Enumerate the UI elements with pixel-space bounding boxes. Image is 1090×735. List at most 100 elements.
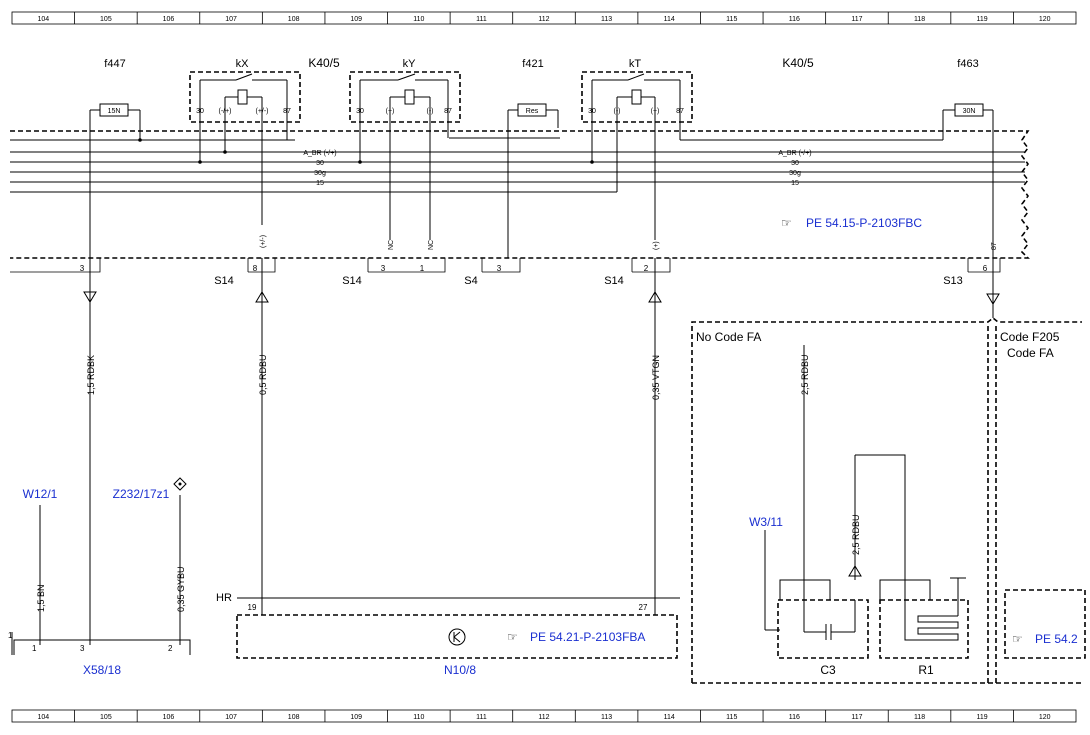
connector-x58-18 — [11, 632, 191, 655]
ruler-column-110: 110 — [413, 714, 424, 721]
reference-link-right[interactable]: PE 54.2 — [1035, 632, 1078, 646]
kt-pin-minus: (-) — [614, 108, 621, 115]
connector-label-s13: S13 — [943, 275, 963, 287]
relay-ky — [349, 71, 461, 240]
ruler-column-104: 104 — [37, 714, 49, 721]
x58-pin-3: 3 — [80, 644, 85, 653]
wire-label-rdbk: 1,5 RDBK — [86, 355, 96, 395]
relay-label-kt: kT — [629, 58, 642, 70]
ruler-column-110: 110 — [413, 16, 424, 23]
fuse-rating-15n: 15N — [108, 108, 121, 115]
ruler-column-113: 113 — [601, 714, 612, 721]
hand-pointer-icon-right: ☞ — [1012, 632, 1023, 646]
ruler-column-107: 107 — [225, 16, 237, 23]
pin-label-6: 6 — [983, 264, 988, 273]
kx-pin-87: 87 — [283, 108, 291, 115]
reference-link-top[interactable]: PE 54.15-P-2103FBC — [806, 216, 922, 230]
ky-pin-30: 30 — [356, 108, 364, 115]
ruler-column-119: 119 — [977, 16, 988, 23]
module-n10-8 — [236, 597, 680, 659]
vertical-wires — [39, 128, 1000, 645]
ruler-column-120: 120 — [1039, 16, 1051, 23]
fuse-f421 — [507, 103, 559, 258]
ruler-column-115: 115 — [726, 714, 737, 721]
ruler-column-116: 116 — [789, 714, 800, 721]
wire-label-bn: 1,5 BN — [36, 584, 46, 612]
bus-label-15-right: 15 — [791, 180, 799, 187]
fuse-label-f421: f421 — [522, 58, 543, 70]
wire-tag-nc-1: NC — [388, 240, 395, 250]
ky-pin-87: 87 — [444, 108, 452, 115]
wire-tag-87: 87 — [991, 242, 998, 250]
component-link-w3-11[interactable]: W3/11 — [749, 515, 783, 529]
fuse-label-f447: f447 — [104, 58, 125, 70]
ruler-column-108: 108 — [288, 16, 300, 23]
x58-pin-1: 1 — [32, 644, 37, 653]
ruler-column-117: 117 — [851, 714, 862, 721]
ruler-column-106: 106 — [163, 16, 175, 23]
ruler-column-113: 113 — [601, 16, 612, 23]
ruler-column-105: 105 — [100, 16, 112, 23]
wire-label-rdbu-25-b: 2,5 RDBU — [851, 514, 861, 555]
fuse-rating-res: Res — [526, 108, 539, 115]
pin-label-27: 27 — [639, 603, 648, 612]
hand-pointer-icon: ☞ — [781, 216, 792, 230]
component-link-z232-17z1[interactable]: Z232/17z1 — [113, 487, 170, 501]
component-link-x58-18[interactable]: X58/18 — [83, 663, 121, 677]
code-label-fa: Code FA — [1007, 346, 1054, 360]
relay-kx — [189, 71, 301, 225]
kt-pin-plus: (+) — [651, 108, 660, 115]
wire-label-gybu: 0,35 GYBU — [176, 566, 186, 612]
kt-pin-30: 30 — [588, 108, 596, 115]
relay-label-kx: kX — [236, 58, 250, 70]
bus-label-30g-right: 30g — [789, 170, 801, 177]
wire-tag-plus-minus: (+/-) — [260, 235, 267, 248]
pin-label-8: 8 — [253, 264, 258, 273]
relay-kt — [10, 71, 693, 240]
ruler-column-120: 120 — [1039, 714, 1051, 721]
x58-pin-2: 2 — [168, 644, 173, 653]
ky-pin-minus: (-) — [427, 108, 434, 115]
ruler-column-108: 108 — [288, 714, 300, 721]
relay-label-ky: kY — [403, 58, 417, 70]
reference-link-mid[interactable]: PE 54.21-P-2103FBA — [530, 630, 645, 644]
kx-pin-30: 30 — [196, 108, 204, 115]
ruler-column-117: 117 — [851, 16, 862, 23]
ruler-column-112: 112 — [538, 16, 549, 23]
bus-label-abr-left: A_BR (-/+) — [303, 150, 336, 157]
component-link-w12-1[interactable]: W12/1 — [23, 487, 58, 501]
code-label-f205: Code F205 — [1000, 330, 1060, 344]
ruler-column-109: 109 — [350, 714, 362, 721]
connector-label-s14-b: S14 — [342, 275, 362, 287]
module-label-k40-5-right: K40/5 — [782, 56, 814, 70]
ruler-column-106: 106 — [163, 714, 175, 721]
module-k40-5-outline — [10, 130, 1030, 259]
module-label-k40-5: K40/5 — [308, 56, 340, 70]
ruler-column-118: 118 — [914, 714, 925, 721]
wire-label-rdbu-05: 0,5 RDBU — [258, 354, 268, 395]
bus-label-abr-right: A_BR (-/+) — [778, 150, 811, 157]
ruler-column-118: 118 — [914, 16, 925, 23]
bus-label-30-left: 30 — [316, 160, 324, 167]
ruler-frame — [11, 11, 1077, 25]
component-label-c3: C3 — [820, 663, 836, 677]
ruler-column-104: 104 — [37, 16, 49, 23]
wire-tag-nc-2: NC — [428, 240, 435, 250]
c3-r1-circuit — [764, 345, 1086, 659]
pin-label-1: 1 — [420, 264, 425, 273]
pin-label-3c: 3 — [497, 264, 502, 273]
ruler-column-105: 105 — [100, 714, 112, 721]
ruler-column-119: 119 — [977, 714, 988, 721]
component-link-n10-8[interactable]: N10/8 — [444, 663, 476, 677]
ruler-column-109: 109 — [350, 16, 362, 23]
code-box-outline — [691, 316, 1082, 684]
pin-label-2: 2 — [644, 264, 649, 273]
fuse-f463 — [942, 103, 994, 258]
hand-pointer-icon-mid: ☞ — [507, 630, 518, 644]
kx-pin-plus-minus: (+/-) — [255, 108, 268, 115]
ruler-column-114: 114 — [664, 16, 675, 23]
fuse-label-f463: f463 — [957, 58, 978, 70]
ruler-column-115: 115 — [726, 16, 737, 23]
